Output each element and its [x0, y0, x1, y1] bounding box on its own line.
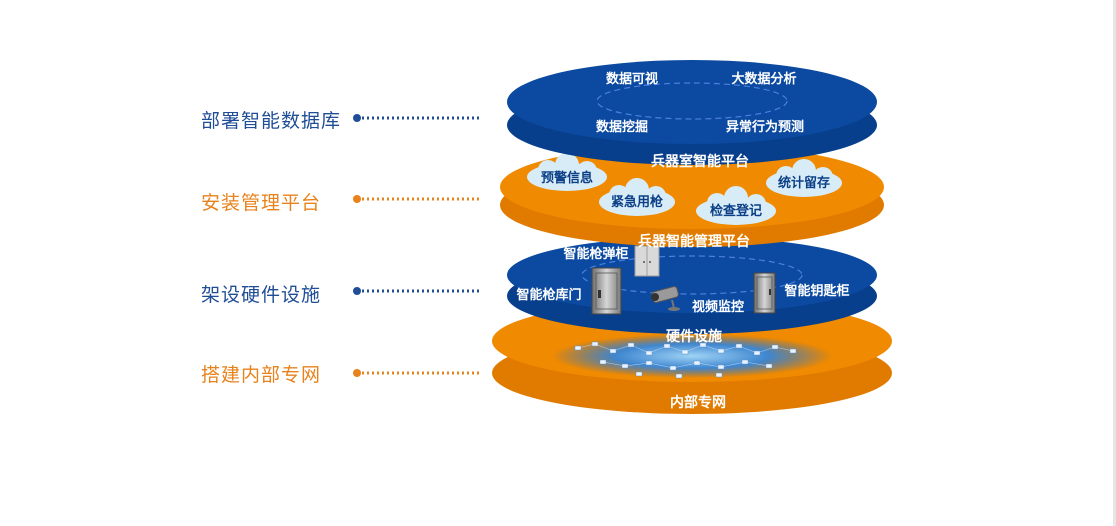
hardware-item-key-cabinet: 智能钥匙柜: [784, 283, 849, 299]
hardware-title: 硬件设施: [666, 328, 722, 345]
layer-hardware: 智能枪弹柜 智能枪库门 视频监控 智能钥匙柜 硬件设施: [507, 237, 877, 345]
camera-icon: [651, 285, 680, 311]
vault-door-icon: [591, 267, 622, 315]
connector-platform: [353, 195, 482, 203]
hardware-item-vault-door: 智能枪库门: [516, 287, 581, 303]
connector-database: [353, 114, 482, 122]
database-orbit: [596, 82, 788, 120]
cloud-statistics: 统计留存: [766, 159, 842, 197]
layer-management: 预警信息 紧急用枪 检查登记 统计留存 兵器智能管理平台: [500, 145, 884, 250]
cloud-label-emergency: 紧急用枪: [611, 194, 663, 210]
hardware-orbit: [581, 255, 803, 295]
label-deploy-database: 部署智能数据库: [201, 110, 342, 132]
right-edge-line: [1113, 0, 1116, 526]
hardware-item-gun-cabinet: 智能枪弹柜: [563, 246, 628, 262]
cloud-label-inspection: 检查登记: [710, 203, 762, 219]
database-item-mining: 数据挖掘: [596, 119, 648, 135]
cloud-label-statistics: 统计留存: [778, 175, 830, 191]
label-setup-hardware: 架设硬件设施: [201, 284, 322, 306]
database-item-visualization: 数据可视: [606, 71, 658, 87]
management-title: 兵器智能管理平台: [638, 233, 750, 250]
database-item-big-data: 大数据分析: [731, 71, 796, 87]
hardware-item-camera: 视频监控: [692, 299, 744, 315]
connector-hardware: [353, 287, 482, 295]
layer-database: 数据可视 大数据分析 数据挖掘 异常行为预测 兵器室智能平台: [507, 60, 877, 170]
cloud-label-warning: 预警信息: [541, 170, 593, 186]
label-install-platform: 安装管理平台: [201, 192, 322, 214]
cloud-inspection-log: 检查登记: [696, 186, 776, 225]
key-cabinet-icon: [753, 272, 776, 314]
cloud-emergency-gun: 紧急用枪: [599, 178, 675, 216]
network-links: [577, 343, 794, 369]
database-title: 兵器室智能平台: [651, 153, 749, 170]
label-build-network: 搭建内部专网: [201, 364, 322, 386]
cloud-warning-info: 预警信息: [527, 153, 607, 191]
gun-cabinet-icon: [634, 245, 660, 277]
network-title: 内部专网: [670, 394, 726, 411]
connector-network: [353, 369, 482, 377]
database-item-prediction: 异常行为预测: [726, 119, 804, 135]
